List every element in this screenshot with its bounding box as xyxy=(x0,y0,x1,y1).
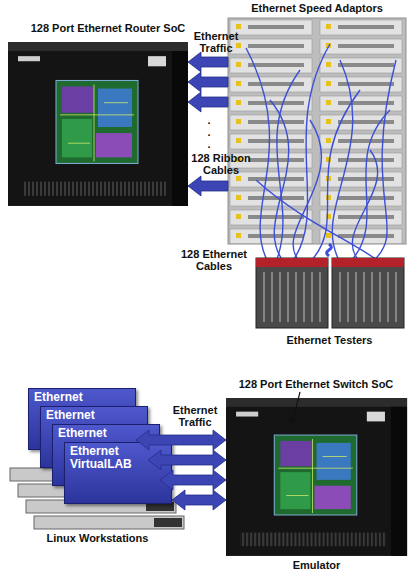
node-title: Linux Workstations xyxy=(10,532,185,544)
node-title: 128 Port Ethernet Switch SoC xyxy=(216,378,413,390)
node-caption: Emulator xyxy=(226,559,407,571)
cable-label: 128 Ethernet Cables xyxy=(176,248,252,272)
traffic-arrow xyxy=(188,92,228,112)
adaptor-rack-node: Ethernet Speed Adaptors xyxy=(228,18,406,244)
node-title: Ethernet xyxy=(58,427,154,440)
router-emulator-node: 128 Port Ethernet Router SoC xyxy=(8,42,188,206)
cable xyxy=(270,100,289,262)
node-title: Ethernet xyxy=(46,409,142,422)
cable-bundle xyxy=(327,244,332,256)
ellipsis-dot: . xyxy=(204,138,214,150)
tester-node: Ethernet Testers xyxy=(252,256,407,332)
cable xyxy=(332,60,352,262)
traffic-arrow xyxy=(136,430,226,450)
node-title: Ethernet xyxy=(34,391,130,404)
ellipsis-dot: . xyxy=(204,114,214,126)
cable xyxy=(292,44,330,262)
ellipsis-dot: . xyxy=(204,126,214,138)
tester-top xyxy=(332,258,404,267)
switch-cabinet xyxy=(226,398,407,556)
server-panel xyxy=(154,518,182,527)
traffic-label: Ethernet Traffic xyxy=(168,404,222,428)
router-cabinet xyxy=(8,42,188,206)
tester-cards xyxy=(264,272,320,322)
traffic-arrow xyxy=(188,176,228,196)
ethernet-tester xyxy=(332,258,404,328)
traffic-arrow xyxy=(172,490,226,510)
leader-head xyxy=(288,418,296,426)
virtuallab-card: Ethernet VirtualLAB xyxy=(64,442,172,504)
adaptor-rack xyxy=(228,18,406,244)
node-title: Ethernet VirtualLAB xyxy=(70,445,166,471)
cable xyxy=(352,150,377,262)
traffic-arrow xyxy=(160,470,226,490)
cable-label: 128 Ribbon Cables xyxy=(186,152,256,176)
switch-emulator-node: 128 Port Ethernet Switch SoCEmulator xyxy=(226,398,407,556)
cable xyxy=(256,180,380,262)
cable xyxy=(293,120,321,262)
tester-cards xyxy=(340,272,396,322)
traffic-label: Ethernet Traffic xyxy=(190,30,242,54)
node-title: Ethernet Speed Adaptors xyxy=(228,2,406,14)
traffic-arrow xyxy=(148,450,226,470)
traffic-arrow xyxy=(188,52,228,72)
node-title: 128 Port Ethernet Router SoC xyxy=(8,22,208,34)
cable xyxy=(372,60,396,262)
ethernet-tester xyxy=(256,258,328,328)
tester-chassis xyxy=(332,258,404,328)
server xyxy=(34,516,184,529)
traffic-arrow xyxy=(188,72,228,92)
node-title: Ethernet Testers xyxy=(252,334,407,346)
tester-chassis xyxy=(256,258,328,328)
ethernet-cables xyxy=(246,44,396,262)
tester-top xyxy=(256,258,328,267)
